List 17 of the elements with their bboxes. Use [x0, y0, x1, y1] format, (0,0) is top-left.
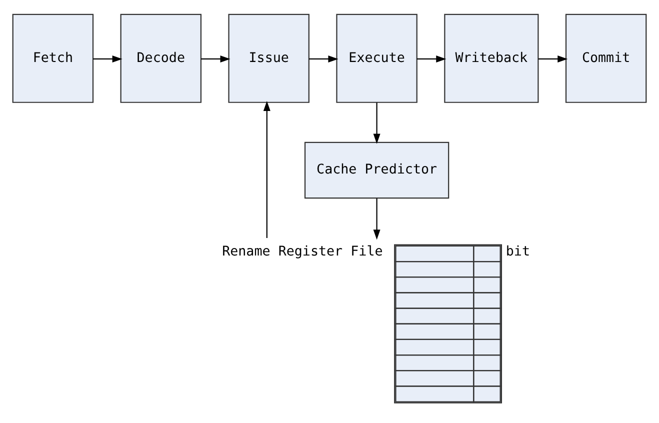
- arrow: [373, 102, 380, 144]
- arrow: [263, 100, 270, 238]
- arrow: [93, 54, 122, 62]
- node-box: Cache Predictor: [304, 141, 450, 198]
- arrow: [373, 198, 380, 240]
- node-box: Writeback: [444, 13, 539, 102]
- node-box: Execute: [336, 13, 418, 102]
- arrow: [201, 54, 230, 62]
- node-label: Rename Register File: [222, 244, 383, 260]
- arrow: [309, 54, 338, 62]
- node-box: Fetch: [12, 13, 94, 102]
- node-label: bit: [506, 244, 530, 260]
- node-box: Issue: [228, 13, 310, 102]
- node-box: Decode: [120, 13, 202, 102]
- arrow: [538, 54, 568, 62]
- arrow: [416, 54, 446, 62]
- node-box: Commit: [565, 13, 647, 102]
